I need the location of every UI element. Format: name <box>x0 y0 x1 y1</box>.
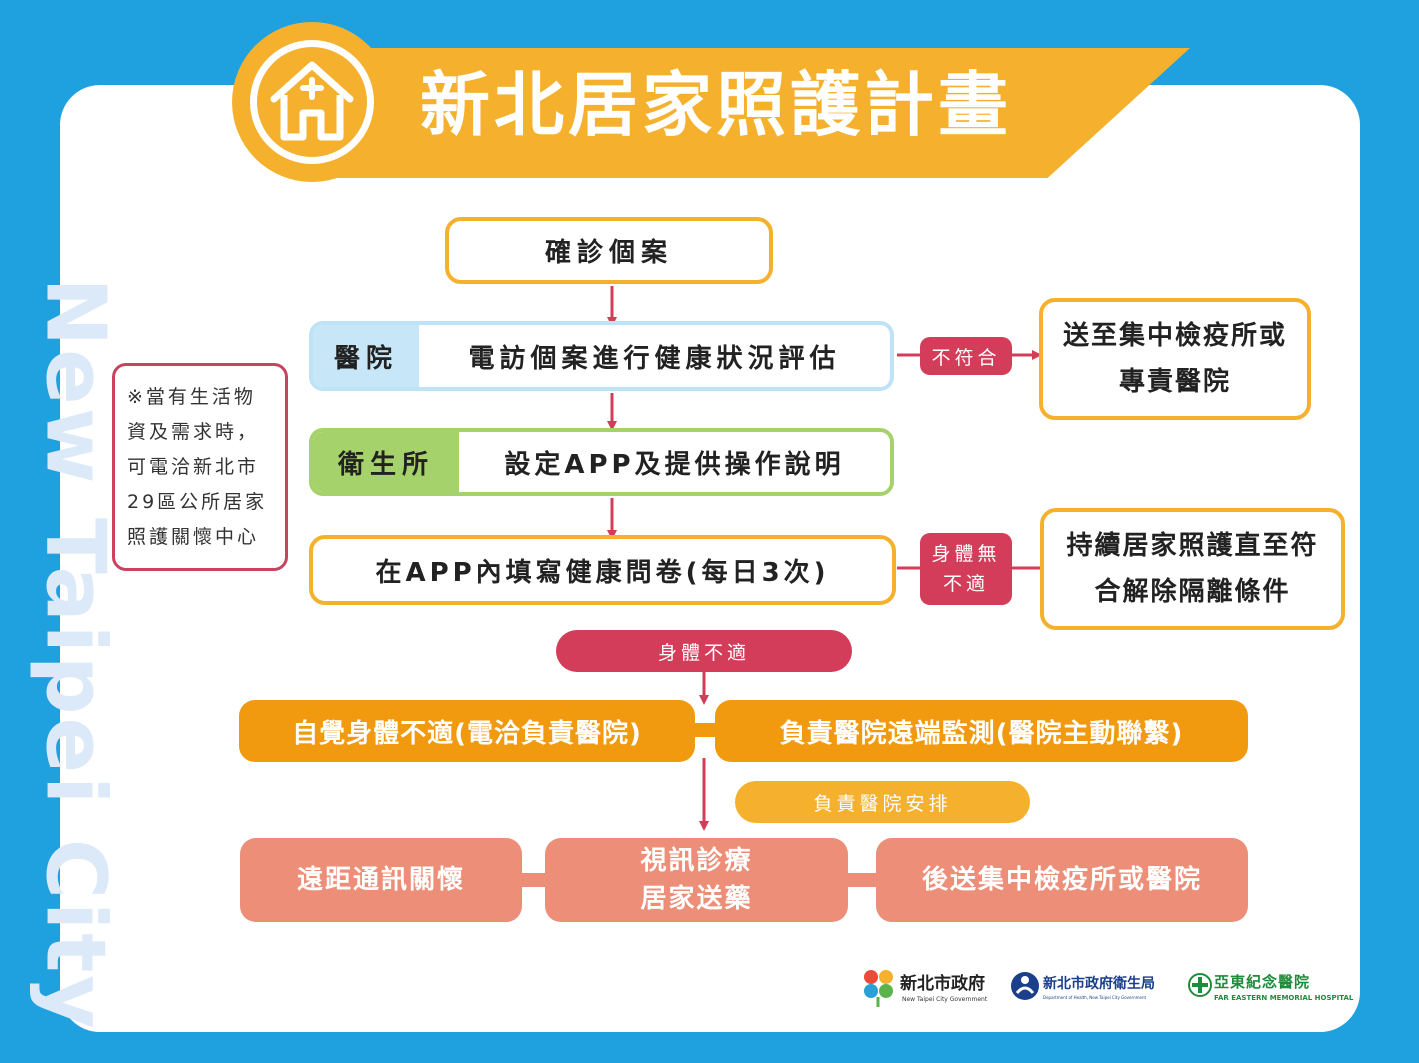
ntpc-name-en: New Taipei City Government <box>902 996 988 1003</box>
questionnaire-box: 在APP內填寫健康問卷(每日3次) <box>309 535 896 605</box>
continue-home-care-box: 持續居家照護直至符合解除隔離條件 <box>1040 508 1345 630</box>
hospital-tag: 醫院 <box>313 325 419 387</box>
house-cross-icon <box>250 40 374 164</box>
health-dept-emblem-icon <box>1011 972 1039 1000</box>
title-banner <box>300 48 1190 178</box>
health-dept-logo: 新北市政府衛生局 Department of Health, New Taipe… <box>1010 965 1180 1011</box>
health-dept-name: 新北市政府衛生局 <box>1043 976 1155 992</box>
health-dept-name-en: Department of Health, New Taipei City Go… <box>1043 995 1147 1000</box>
self-report-box: 自覺身體不適(電洽負責醫院) <box>239 700 695 762</box>
femh-name: 亞東紀念醫院 <box>1214 973 1311 991</box>
ntpc-emblem-icon <box>864 970 893 1007</box>
note-box: ※當有生活物 資及需求時， 可電洽新北市 29區公所居家 照護關懷中心 <box>112 363 288 571</box>
femh-emblem-icon <box>1188 973 1212 997</box>
health-center-tag: 衛生所 <box>313 432 459 492</box>
telecare-box: 遠距通訊關懷 <box>240 838 522 922</box>
note-line: 29區公所居家 <box>127 491 268 513</box>
not-eligible-label: 不符合 <box>920 337 1012 375</box>
note-line: 照護關懷中心 <box>127 526 260 548</box>
hospital-arrange-label: 負責醫院安排 <box>735 781 1030 823</box>
quarantine-hotel-box: 送至集中檢疫所或專責醫院 <box>1039 298 1311 420</box>
page-title: 新北居家照護計畫 <box>420 64 1012 146</box>
femh-logo: 亞東紀念醫院 FAR EASTERN MEMORIAL HOSPITAL <box>1188 965 1353 1011</box>
hospital-step-label: 電訪個案進行健康狀況評估 <box>468 343 841 374</box>
note-line: ※當有生活物 <box>127 386 256 408</box>
video-consult-box: 視訊診療居家送藥 <box>545 838 848 922</box>
ntpc-logo: 新北市政府 New Taipei City Government <box>862 965 1002 1011</box>
note-line: 資及需求時， <box>127 421 260 443</box>
confirmed-case-box: 確診個案 <box>445 217 773 284</box>
femh-name-en: FAR EASTERN MEMORIAL HOSPITAL <box>1214 994 1354 1002</box>
ntpc-name: 新北市政府 <box>900 974 985 994</box>
health-center-step-box: 衛生所 設定APP及提供操作說明 <box>309 428 894 496</box>
no-discomfort-label: 身體無不適 <box>920 533 1012 605</box>
transfer-box: 後送集中檢疫所或醫院 <box>876 838 1248 922</box>
discomfort-label: 身體不適 <box>556 630 852 672</box>
hospital-step-box: 醫院 電訪個案進行健康狀況評估 <box>309 321 894 391</box>
remote-monitor-box: 負責醫院遠端監測(醫院主動聯繫) <box>715 700 1248 762</box>
note-line: 可電洽新北市 <box>127 456 260 478</box>
health-center-step-label: 設定APP及提供操作說明 <box>504 449 845 480</box>
